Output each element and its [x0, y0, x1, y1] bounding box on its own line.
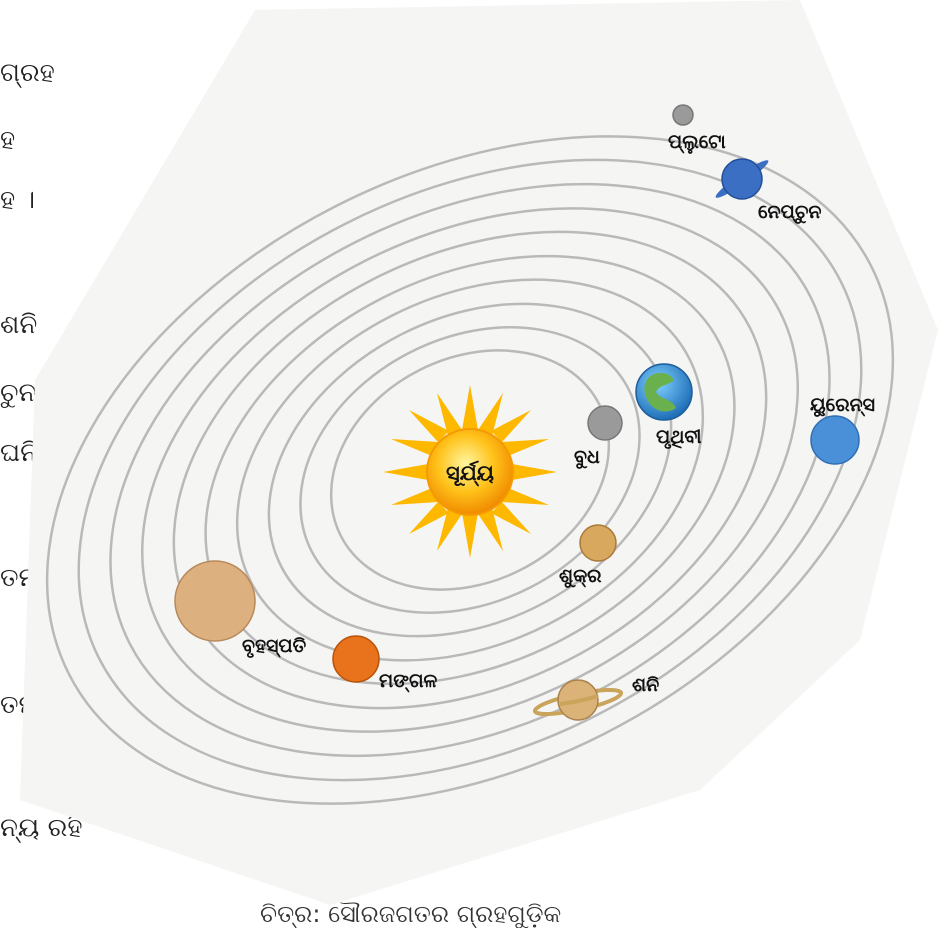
sun-disc: [426, 428, 514, 516]
planet-label-earth: ପୃଥିବୀ: [656, 426, 702, 450]
planet-label-saturn: ଶନି: [632, 674, 659, 696]
planet-label-venus: ଶୁକ୍ର: [559, 565, 602, 588]
left-text-5: ଚୁନ୍: [0, 378, 37, 408]
left-text-2: ହ: [0, 125, 16, 155]
figure-caption: ଚିତ୍ର: ସୌରଜଗତର ଗ୍ରହଗୁଡ଼ିକ: [260, 900, 562, 928]
planet-uranus: [810, 415, 860, 465]
orbit-ring: [77, 158, 863, 782]
left-text-1: ଗ୍ରହ: [0, 58, 55, 88]
orbit-ring: [299, 326, 641, 614]
sun-rays: [383, 385, 557, 558]
planet-earth: [635, 363, 693, 421]
left-text-9: ନ୍ୟ ରହି: [0, 813, 83, 843]
left-text-4: ଶନି: [0, 310, 38, 340]
sun-label: ସୂର୍ଯ୍ୟ: [446, 460, 494, 487]
orbit-ring: [140, 207, 800, 733]
planet-mercury: [587, 405, 623, 441]
planet-saturn: [532, 679, 624, 721]
orbit-ring: [329, 349, 611, 591]
planet-pluto: [672, 104, 694, 126]
planet-mars: [332, 635, 380, 683]
planet-venus: [579, 524, 617, 562]
planet-jupiter: [174, 560, 256, 642]
planet-label-jupiter: ବୃହସ୍ପତି: [242, 635, 307, 659]
planet-label-mercury: ବୁଧ: [574, 446, 600, 469]
earth-land: [644, 372, 676, 412]
planet-label-uranus: ୟୁରେନ୍ସ: [810, 394, 875, 417]
sun: ସୂର୍ଯ୍ୟ: [383, 385, 557, 558]
planet-neptune: [715, 158, 769, 200]
left-text-3: ହ ।: [0, 185, 36, 215]
planet-label-pluto: ପ୍ଲୁଟୋ: [668, 131, 726, 155]
planet-label-neptune: ନେପ୍‌ଚୁନ: [758, 201, 821, 224]
planet-label-mars: ମଙ୍ଗଳ: [379, 670, 438, 693]
